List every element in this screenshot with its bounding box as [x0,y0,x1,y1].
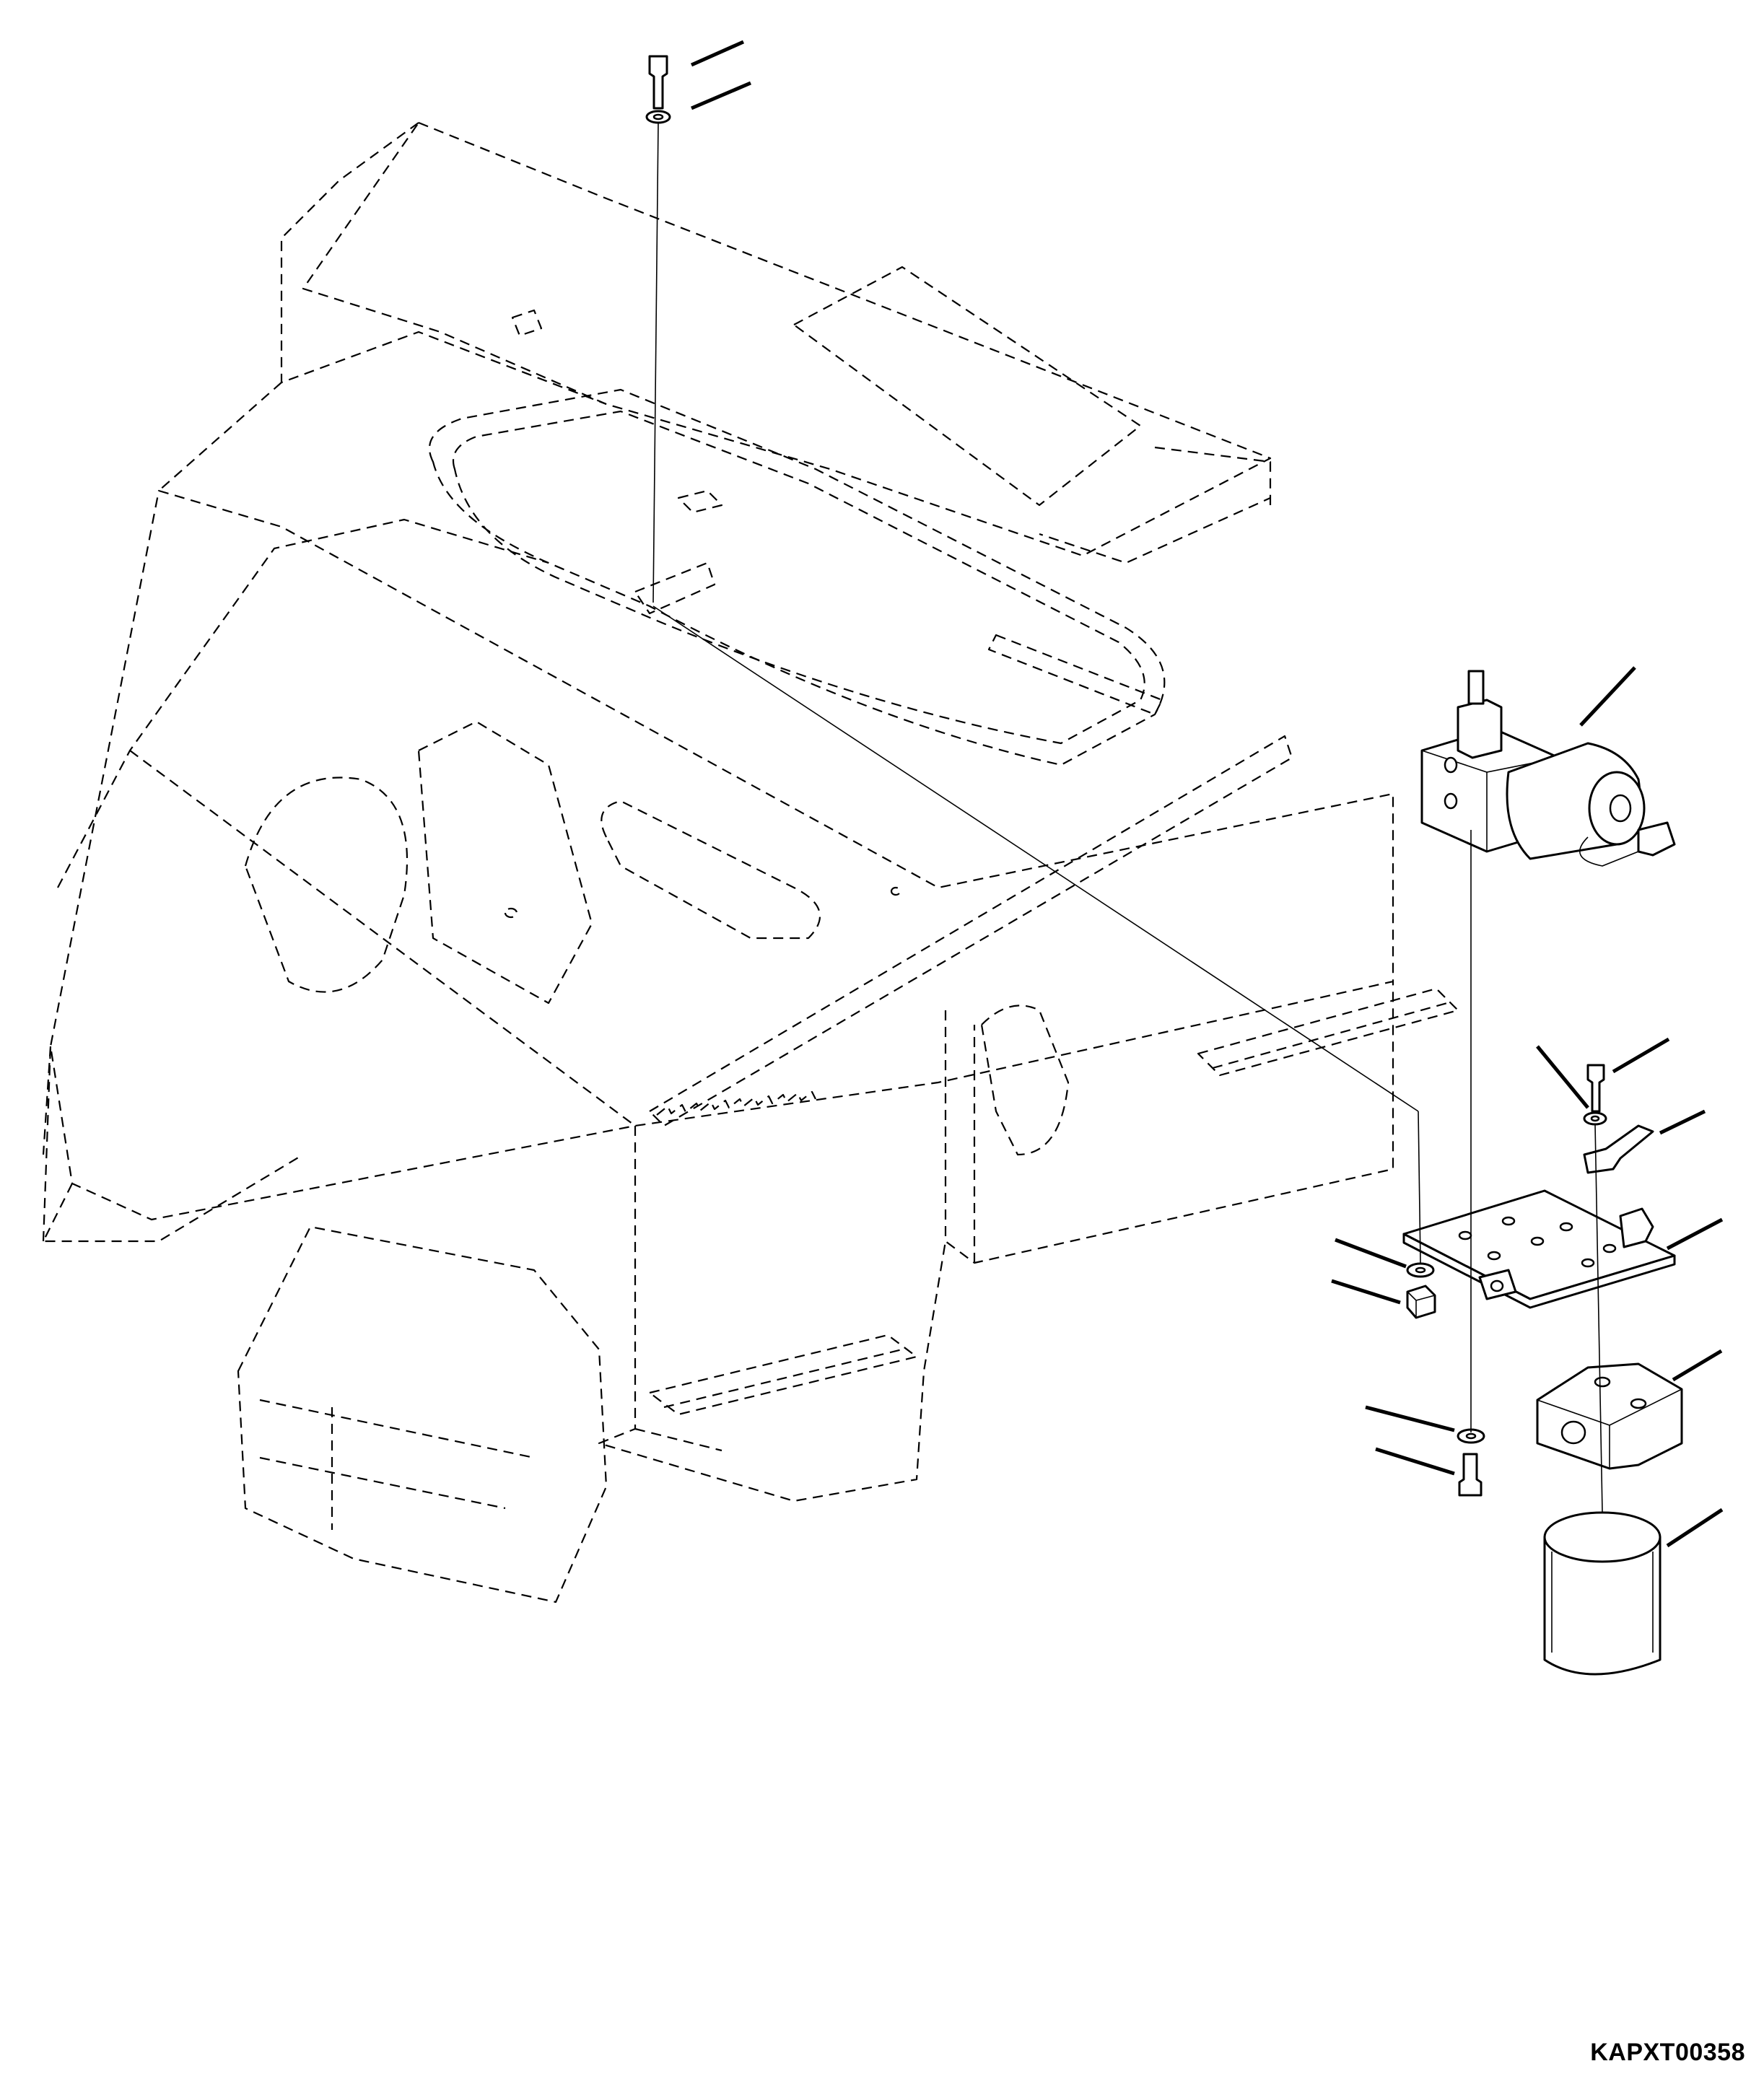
leader-pump [1579,666,1636,727]
leader-filter-head [1672,1349,1723,1382]
frame-rear-block [158,122,607,491]
frame-slot-cutout [601,800,821,940]
leader-right-bolt [1612,1037,1670,1074]
right-bolt [1586,1064,1605,1113]
assembly-lines [652,122,1603,1513]
mounting-plate [1402,1189,1676,1309]
frame-front-lower [598,1126,947,1502]
frame-deck-opening-inner [452,410,1145,745]
filter-cartridge-top [1543,1511,1662,1563]
callout-leaders [690,40,1724,1548]
frame-bracket-top [634,561,716,615]
frame-top-platform [793,266,1142,507]
frame-body-top-edge [57,518,636,1126]
pump-motor-unit [1420,670,1676,867]
leader-left-washer [1335,1238,1407,1269]
mounting-plate-edge [1402,1233,1676,1309]
filter-cartridge-body [1543,1536,1662,1676]
frame-deck-opening [429,388,1166,766]
machine-frame [42,121,1459,1603]
top-bolt [648,55,668,110]
leader-plate [1666,1217,1724,1251]
plate-connector [1619,1207,1654,1248]
frame-counterweight [237,1225,608,1603]
top-bolt-assembly [645,55,671,124]
leader-bracket [1659,1109,1706,1135]
frame-small-block [677,489,723,514]
top-washer-hole [652,113,664,121]
frame-side-opening-right [980,1005,1070,1156]
drawing-id-label: KAPXT00358 [1590,2039,1745,2066]
leader-left-nut [1331,1279,1401,1305]
frame-front-pillar [944,981,1394,1264]
left-nut-assembly [1406,1262,1436,1319]
filter-cartridge [1543,1511,1662,1676]
left-nut [1406,1285,1436,1319]
leader-top-washer [691,81,751,110]
pump-top-fitting [1457,699,1503,759]
frame-hole-strip [987,634,1163,716]
pump-connector [1637,821,1676,857]
frame-side-opening-center [417,720,593,1005]
frame-right-step [1197,987,1459,1077]
leader-bottom-bolt [1375,1447,1455,1476]
frame-main-body [49,489,1394,1221]
filter-head [1536,1362,1683,1470]
bottom-bolt-assembly [1457,1428,1485,1497]
frame-top-rail-serration [656,1090,816,1116]
leader-filter-cartridge [1666,1508,1724,1548]
leader-right-washer [1536,1045,1589,1109]
bottom-bolt [1458,1453,1483,1497]
frame-right-arm [1039,446,1272,564]
frame-boss-top [511,309,543,337]
pump-stud [1467,670,1485,705]
frame-left-flank [42,1046,304,1243]
right-bolt-assembly [1583,1064,1654,1174]
frame-upper-deck [302,121,1272,557]
leader-bottom-washer [1365,1405,1455,1432]
frame-counterweight-inner [259,1399,535,1530]
frame-top-rail [648,735,1293,1127]
frame-side-opening-left [244,776,409,993]
frame-front-step [648,1334,918,1416]
leader-top-bolt [690,40,745,67]
clamp-bracket [1583,1124,1654,1174]
frame-hole-small [504,886,901,919]
